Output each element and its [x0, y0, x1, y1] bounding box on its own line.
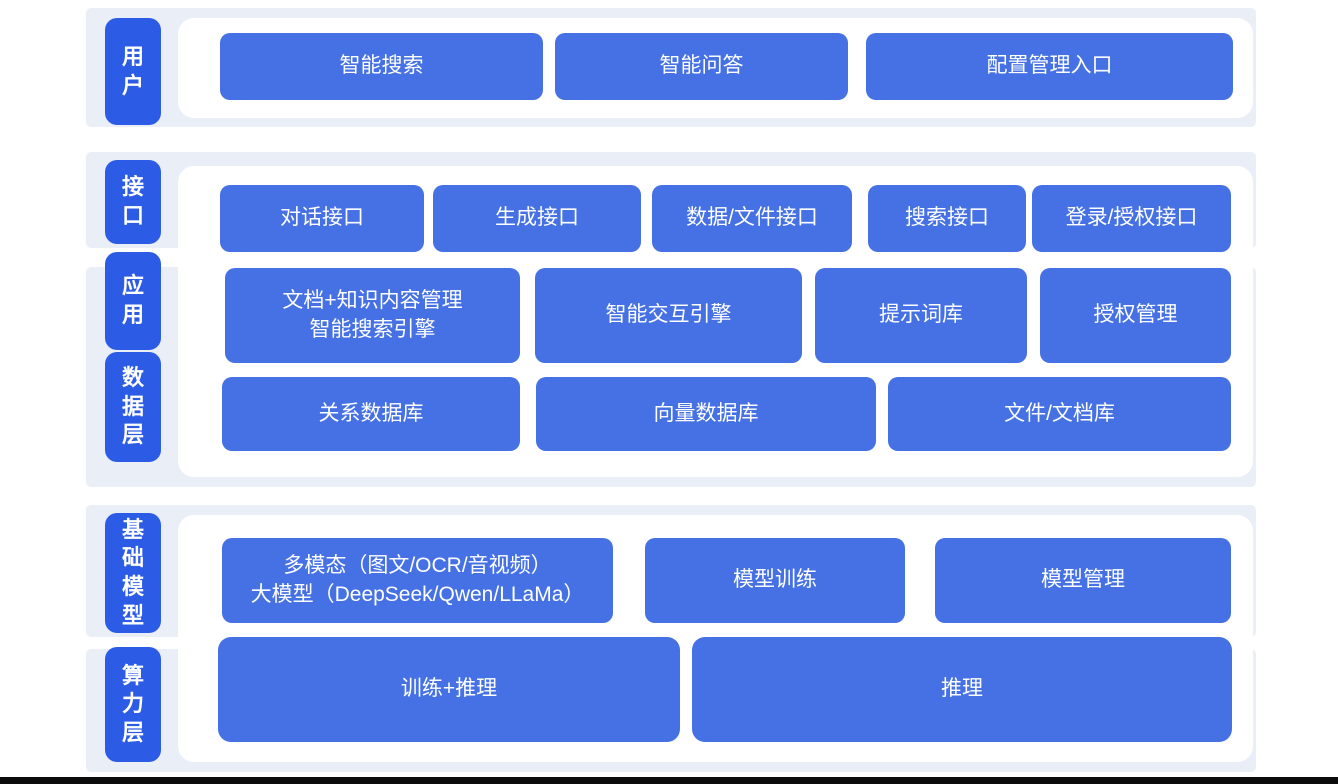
layer-label-api-text: 接口: [121, 174, 144, 228]
layer-label-model-text: 基础模型: [121, 516, 144, 628]
layer-label-compute-text: 算力层: [121, 662, 144, 745]
block-label: 推理: [941, 677, 983, 701]
block-label: 数据/文件接口: [686, 206, 818, 230]
layer-label-api: 接口: [105, 160, 161, 244]
block-search-api: 搜索接口: [868, 185, 1026, 252]
block-intelligent-qa: 智能问答: [555, 33, 848, 100]
block-dialog-api: 对话接口: [220, 185, 424, 252]
layer-label-app: 应用: [105, 252, 161, 350]
block-relational-database: 关系数据库: [222, 377, 520, 451]
block-label-line1: 文档+知识内容管理: [282, 288, 463, 312]
block-label: 智能问答: [659, 54, 744, 78]
block-vector-database: 向量数据库: [536, 377, 876, 451]
block-label: 训练+推理: [400, 677, 498, 701]
block-label: 提示词库: [879, 303, 963, 327]
layer-label-app-text: 应用: [121, 273, 144, 327]
layer-label-user-text: 用户: [121, 43, 144, 98]
layer-label-data: 数据层: [105, 352, 161, 462]
block-label: 登录/授权接口: [1065, 206, 1198, 230]
block-label: 对话接口: [280, 206, 364, 230]
bottom-divider-bar: [0, 777, 1338, 784]
block-login-auth-api: 登录/授权接口: [1032, 185, 1231, 252]
block-config-management-entry: 配置管理入口: [866, 33, 1233, 100]
block-label-line1: 多模态（图文/OCR/音视频）: [283, 553, 552, 577]
block-intelligent-search: 智能搜索: [220, 33, 543, 100]
block-model-management: 模型管理: [935, 538, 1231, 623]
block-label: 关系数据库: [318, 401, 424, 425]
block-label: 文件/文档库: [1004, 401, 1115, 425]
block-label: 搜索接口: [905, 206, 989, 230]
layer-label-user: 用户: [105, 18, 161, 125]
block-authorization-management: 授权管理: [1040, 268, 1231, 363]
block-file-document-store: 文件/文档库: [888, 377, 1231, 451]
block-label: 模型训练: [733, 568, 817, 592]
block-multimodal-large-model: 多模态（图文/OCR/音视频） 大模型（DeepSeek/Qwen/LLaMa）: [222, 538, 613, 623]
layer-label-data-text: 数据层: [121, 365, 144, 448]
block-label: 向量数据库: [653, 401, 759, 425]
block-intelligent-interaction-engine: 智能交互引擎: [535, 268, 802, 363]
block-training-plus-inference: 训练+推理: [218, 637, 680, 742]
block-inference: 推理: [692, 637, 1232, 742]
block-label: 配置管理入口: [986, 54, 1113, 78]
block-prompt-library: 提示词库: [815, 268, 1027, 363]
block-doc-knowledge-search-engine: 文档+知识内容管理 智能搜索引擎: [225, 268, 520, 363]
block-label: 生成接口: [495, 206, 579, 230]
block-generation-api: 生成接口: [433, 185, 641, 252]
block-label: 智能交互引擎: [605, 303, 732, 327]
block-data-file-api: 数据/文件接口: [652, 185, 852, 252]
block-label: 智能搜索: [339, 54, 424, 78]
block-label: 模型管理: [1041, 568, 1125, 592]
layer-label-compute: 算力层: [105, 647, 161, 762]
layer-label-model: 基础模型: [105, 513, 161, 633]
block-label-line2: 大模型（DeepSeek/Qwen/LLaMa）: [250, 582, 585, 606]
block-model-training: 模型训练: [645, 538, 905, 623]
block-label: 授权管理: [1093, 303, 1178, 327]
block-label-line2: 智能搜索引擎: [309, 317, 436, 341]
